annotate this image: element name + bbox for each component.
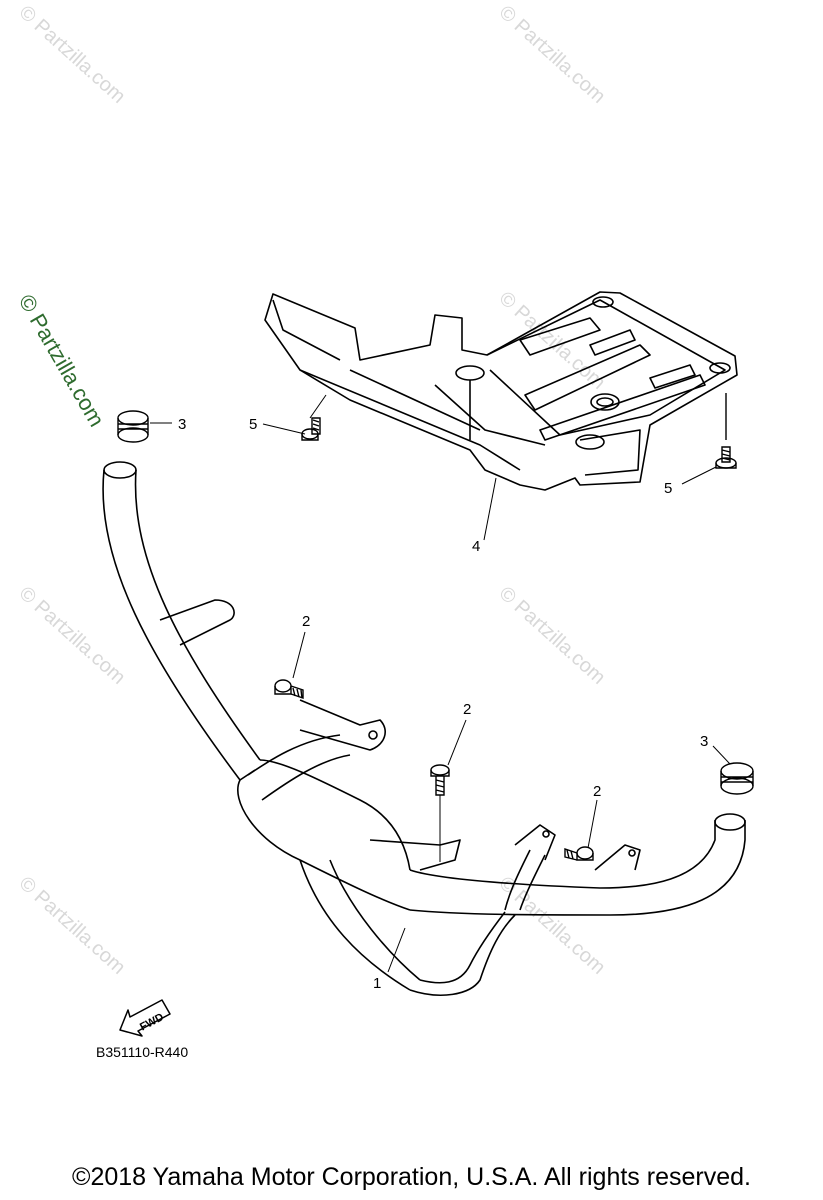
- leader-lines: [150, 394, 731, 973]
- watermark: © Partzilla.com: [495, 582, 610, 689]
- skid-plate: [264, 291, 738, 491]
- callout-3-left: 3: [178, 416, 186, 433]
- bolt-2-b: [430, 764, 450, 796]
- cap-3-right: [720, 762, 754, 795]
- bolt-2-a: [274, 679, 304, 699]
- callout-4: 4: [472, 538, 480, 555]
- callout-2-b: 2: [463, 701, 471, 718]
- callout-1: 1: [373, 975, 381, 992]
- callout-2-a: 2: [302, 613, 310, 630]
- callout-3-right: 3: [700, 733, 708, 750]
- callout-5-left: 5: [249, 416, 257, 433]
- watermark-highlight: © Partzilla.com: [14, 290, 110, 431]
- bolt-5-right: [715, 393, 737, 469]
- callout-2-c: 2: [593, 783, 601, 800]
- callouts: 3 5 5 4 2 2 2 3 1: [178, 416, 708, 992]
- fwd-arrow-icon: FWD: [119, 999, 171, 1037]
- watermark: © Partzilla.com: [15, 872, 130, 979]
- bolt-2-c: [564, 846, 594, 861]
- reference-code: B351110-R440: [96, 1044, 189, 1060]
- front-guard: [102, 461, 746, 996]
- watermark: © Partzilla.com: [495, 1, 610, 108]
- watermark: © Partzilla.com: [15, 1, 130, 108]
- cap-3-left: [117, 410, 149, 443]
- watermark: © Partzilla.com: [15, 582, 130, 689]
- callout-5-right: 5: [664, 480, 672, 497]
- copyright-footer: ©2018 Yamaha Motor Corporation, U.S.A. A…: [72, 1163, 751, 1191]
- bolt-5-left: [301, 417, 321, 441]
